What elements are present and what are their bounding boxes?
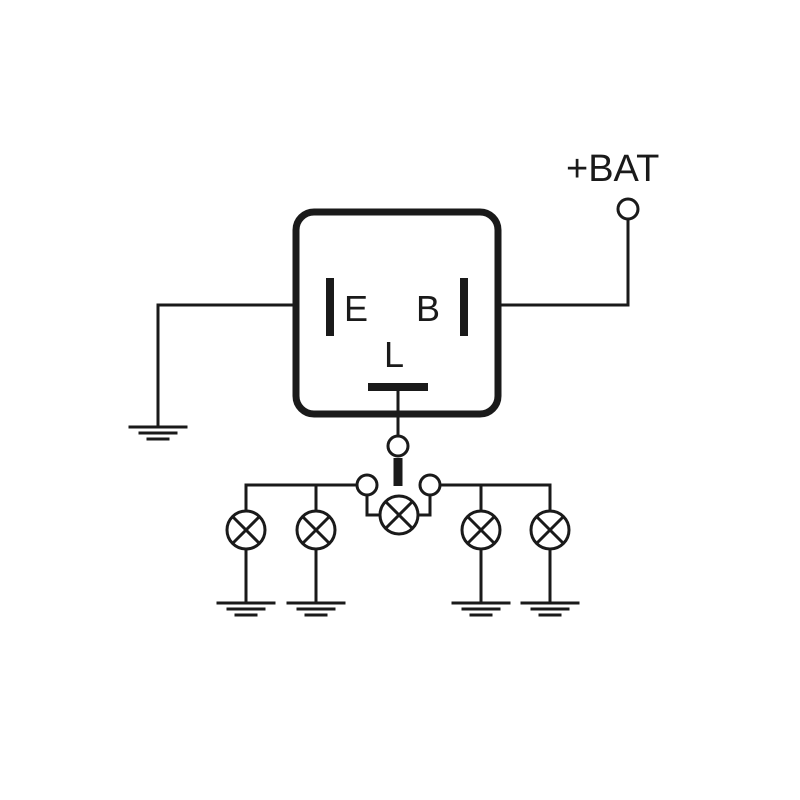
switch-common-terminal [386, 434, 410, 458]
lamp-left-inner-icon [295, 509, 337, 551]
left-lamp-bus [244, 483, 359, 605]
l-label: L [384, 334, 404, 375]
bat-label: +BAT [566, 148, 659, 190]
pilot-lamp-left-wire [365, 493, 382, 517]
e-ground-connection [128, 303, 298, 441]
ground-symbol-lamp-4 [520, 601, 580, 617]
lamp-right-inner-icon [460, 509, 502, 551]
b-label: B [416, 288, 440, 329]
pilot-lamp-right-wire [416, 493, 432, 517]
turn-signal-switch [355, 389, 442, 517]
battery-connection: +BAT [496, 148, 659, 307]
right-bus-wire [438, 483, 552, 513]
left-bus-wire [244, 483, 359, 513]
switch-right-terminal [418, 473, 442, 497]
right-lamp-bus [438, 483, 552, 605]
ground-symbol-e [128, 425, 188, 441]
e-label: E [344, 288, 368, 329]
lamp-right-outer-icon [529, 509, 571, 551]
bat-terminal [616, 197, 640, 221]
switch-left-terminal [355, 473, 379, 497]
ground-symbol-lamp-3 [451, 601, 511, 617]
bat-wire [496, 219, 630, 307]
flasher-relay: E B L [292, 208, 502, 418]
ground-symbol-lamp-1 [216, 601, 276, 617]
pilot-lamp-icon [378, 494, 420, 536]
ground-symbol-lamp-2 [286, 601, 346, 617]
lamp-left-outer-icon [225, 509, 267, 551]
e-wire [156, 303, 298, 429]
